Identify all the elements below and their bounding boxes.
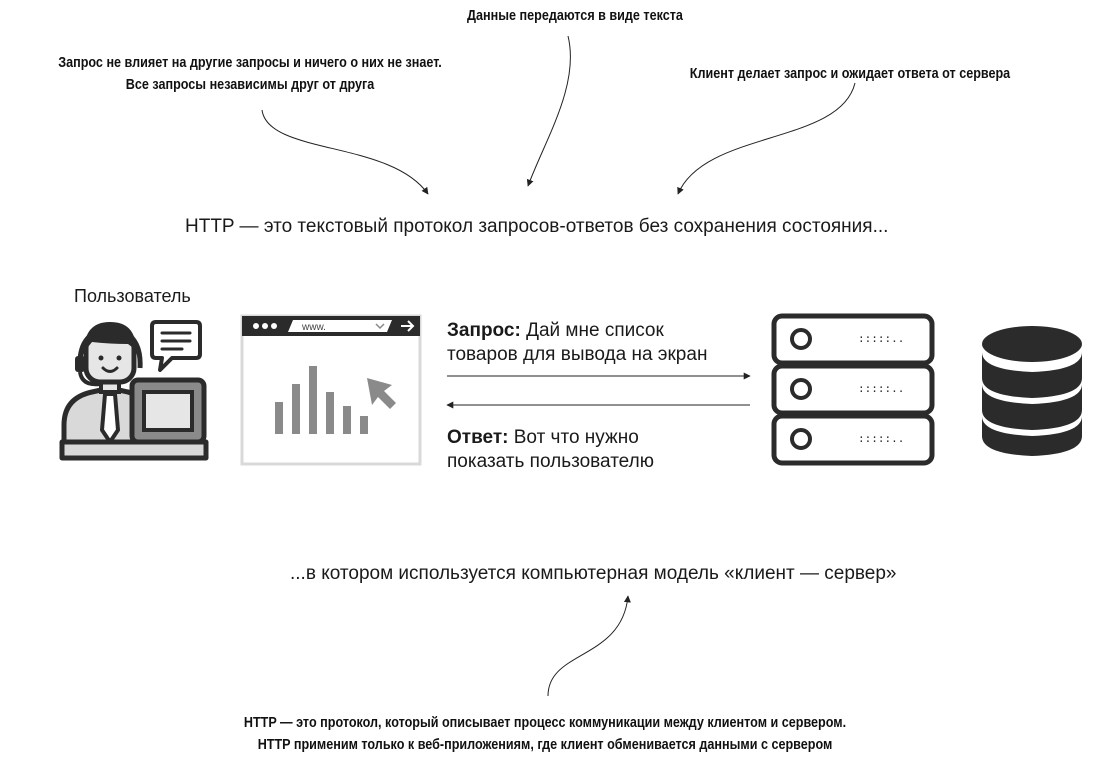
request-label: Запрос: <box>447 320 521 341</box>
annotation-text-format: Данные передаются в виде текста <box>467 7 683 24</box>
forward-arrow-icon <box>401 320 415 332</box>
svg-text::::::..: :::::.. <box>858 332 904 345</box>
database-icon <box>982 326 1082 456</box>
window-dot-3 <box>271 323 277 329</box>
annotation-http-protocol: HTTP — это протокол, который описывает п… <box>163 712 927 756</box>
svg-text::::::..: :::::.. <box>858 432 904 445</box>
bar-chart-icon <box>275 366 368 434</box>
user-label: Пользователь <box>74 286 191 306</box>
address-bar <box>288 320 392 332</box>
svg-text::::::..: :::::.. <box>858 382 904 395</box>
chevron-down-icon <box>375 323 385 330</box>
request-text-line1: Дай мне список <box>520 320 664 341</box>
annotation-request-response: Клиент делает запрос и ожидает ответа от… <box>689 65 1011 82</box>
arrow-client-server <box>547 595 631 697</box>
browser-window: www. <box>240 314 422 466</box>
response-text-line1: Вот что нужно <box>508 427 639 448</box>
request-text-line2: товаров для вывода на экран <box>447 344 708 365</box>
request-message: Запрос: Дай мне список товаров для вывод… <box>447 319 707 367</box>
arrow-text-format <box>526 35 571 187</box>
annotation-stateless-line2: Все запросы независимы друг от друга <box>125 76 375 93</box>
http-definition: HTTP — это текстовый протокол запросов-о… <box>185 216 889 237</box>
user-icon <box>59 320 209 461</box>
server-icon: :::::.. :::::.. :::::.. <box>771 313 935 466</box>
annotation-http-protocol-line2: HTTP применим только к веб-приложениям, … <box>257 736 833 753</box>
client-server-model-text: ...в котором используется компьютерная м… <box>290 563 897 584</box>
annotation-stateless-line1: Запрос не влияет на другие запросы и нич… <box>58 54 442 71</box>
annotation-stateless: Запрос не влияет на другие запросы и нич… <box>23 52 477 96</box>
arrow-stateless <box>261 109 429 195</box>
window-dot-1 <box>253 323 259 329</box>
response-text-line2: показать пользователю <box>447 451 654 472</box>
response-message: Ответ: Вот что нужно показать пользовате… <box>447 426 654 474</box>
window-dot-2 <box>262 323 268 329</box>
server-unit-2: :::::.. <box>771 363 935 416</box>
annotation-http-protocol-line1: HTTP — это протокол, который описывает п… <box>243 714 847 731</box>
server-unit-1: :::::.. <box>771 313 935 366</box>
server-unit-3: :::::.. <box>771 413 935 466</box>
arrow-request-response <box>677 82 856 195</box>
cursor-arrow-icon <box>367 378 396 409</box>
response-label: Ответ: <box>447 427 509 448</box>
address-bar-url: www. <box>301 322 326 333</box>
